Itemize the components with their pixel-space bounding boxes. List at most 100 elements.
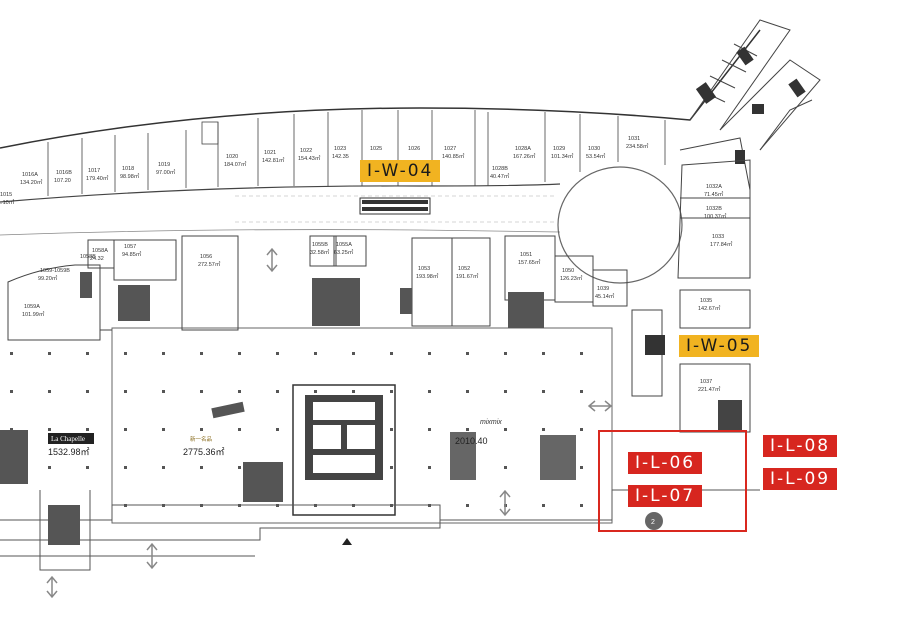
unit-code-1019: 1019	[158, 162, 170, 168]
unit-code-1022: 1022	[300, 148, 312, 154]
corridor-south-line	[0, 229, 561, 236]
unit-code-1058b: 1058B	[80, 254, 96, 260]
center-area: 2010.40	[455, 436, 488, 446]
unit-area-1050: 126.23㎡	[560, 274, 583, 282]
number-marker	[645, 512, 663, 530]
unit-code-1027: 1027	[444, 146, 456, 152]
unit-code-1030: 1030	[588, 146, 600, 152]
oval-atrium	[557, 166, 683, 284]
unit-area-1037: 221.47㎡	[698, 385, 721, 393]
corridor-dashed	[235, 195, 555, 223]
unit-code-1015: 1015	[0, 192, 12, 198]
unit-code-1032b: 1032B	[706, 206, 722, 212]
south-row-stairs	[80, 272, 544, 328]
unit-code-1053: 1053	[418, 266, 430, 272]
unit-area-1058a: 24.32	[90, 256, 104, 262]
unit-code-1028a: 1028A	[515, 146, 531, 152]
unit-code-1057: 1057	[124, 244, 136, 250]
east-shops	[631, 159, 751, 433]
unit-code-1039: 1039	[597, 286, 609, 292]
unit-code-1031: 1031	[628, 136, 640, 142]
unit-area-1020: 184.07㎡	[224, 160, 247, 168]
unit-area-1052: 191.67㎡	[456, 272, 479, 280]
unit-area-1027: 140.85㎡	[442, 152, 465, 160]
atrium-escalator	[211, 401, 245, 419]
unit-area-1017: 179.40㎡	[86, 174, 109, 182]
atrium-cn: 新一名品	[190, 435, 213, 443]
unit-area-1018: 98.98㎡	[120, 172, 140, 180]
unit-code-1028b: 1028B	[492, 166, 508, 172]
north-escalator	[359, 197, 431, 215]
unit-area-1051: 157.65㎡	[518, 258, 541, 266]
la-chapelle-area: 1532.98㎡	[48, 447, 90, 457]
unit-area-1053: 193.98㎡	[416, 272, 439, 280]
unit-area-1016b: 107.20	[54, 178, 71, 184]
west-block	[0, 430, 28, 484]
unit-area-1030: 53.54㎡	[586, 152, 606, 160]
unit-code-1018: 1018	[122, 166, 134, 172]
tag-i-l-08[interactable]: I-L-08	[763, 435, 838, 457]
south-boundary	[0, 489, 760, 571]
north-shop-arc-inner	[0, 183, 561, 203]
unit-code-1023: 1023	[334, 146, 346, 152]
northeast-stairs	[695, 46, 806, 164]
unit-code-1029: 1029	[553, 146, 565, 152]
unit-area-1022: 154.43㎡	[298, 154, 321, 162]
unit-code-1035: 1035	[700, 298, 712, 304]
unit-area-1028a: 167.26㎡	[513, 152, 536, 160]
unit-area-1059a: 101.99㎡	[22, 310, 45, 318]
sw-stair	[48, 505, 80, 545]
unit-area-1032b: 100.37㎡	[704, 212, 727, 220]
south-shop-row	[7, 235, 628, 341]
unit-area-1016a: 134.20㎡	[20, 178, 43, 186]
unit-code-1016b: 1016B	[56, 170, 72, 176]
unit-code-1059-1059b: 1059-1059B	[40, 268, 70, 274]
unit-area-1056: 272.57㎡	[198, 260, 221, 268]
east-stair	[718, 400, 742, 430]
unit-area-1015: 1.10㎡	[0, 198, 15, 206]
unit-area-1029: 101.34㎡	[551, 152, 574, 160]
kiosk-box	[201, 121, 219, 145]
unit-area-1028b: 40.47㎡	[490, 172, 510, 180]
north-shop-arc-outer	[0, 29, 761, 149]
unit-code-1032a: 1032A	[706, 184, 722, 190]
unit-code-1033: 1033	[712, 234, 724, 240]
unit-area-1031: 234.58㎡	[626, 142, 649, 150]
unit-code-1055a: 1055A	[336, 242, 352, 248]
unit-area-1021: 142.81㎡	[262, 156, 285, 164]
atrium-area: 2775.36㎡	[183, 447, 225, 457]
unit-code-1051: 1051	[520, 252, 532, 258]
north-shop-partitions	[47, 110, 666, 196]
unit-area-1057: 94.85㎡	[122, 250, 142, 258]
unit-area-1033: 177.84㎡	[710, 240, 733, 248]
unit-area-1035: 142.67㎡	[698, 304, 721, 312]
unit-area-1059-1059b: 99.20㎡	[38, 274, 58, 282]
unit-code-1021: 1021	[264, 150, 276, 156]
number-marker-label: 2	[651, 519, 655, 526]
unit-area-1055a: 63.25㎡	[334, 248, 354, 256]
highlight-frame	[598, 430, 747, 532]
unit-code-1017: 1017	[88, 168, 100, 174]
unit-code-1058a: 1058A	[92, 248, 108, 254]
center-logo: mixmix	[480, 419, 502, 426]
central-core	[243, 384, 576, 516]
tag-i-l-09[interactable]: I-L-09	[763, 468, 838, 490]
tag-i-l-06[interactable]: I-L-06	[628, 452, 703, 474]
unit-code-1037: 1037	[700, 379, 712, 385]
unit-code-1056: 1056	[200, 254, 212, 260]
unit-code-1016a: 1016A	[22, 172, 38, 178]
unit-area-1055b: 32.58㎡	[310, 248, 330, 256]
unit-code-1059a: 1059A	[24, 304, 40, 310]
unit-code-1055b: 1055B	[312, 242, 328, 248]
unit-area-1039: 45.14㎡	[595, 292, 615, 300]
unit-area-1023: 142.35	[332, 154, 349, 160]
unit-code-1050: 1050	[562, 268, 574, 274]
unit-code-1052: 1052	[458, 266, 470, 272]
flow-arrows	[46, 247, 613, 599]
tag-i-l-07[interactable]: I-L-07	[628, 485, 703, 507]
la-chapelle-logo	[48, 433, 94, 444]
tag-i-w-05[interactable]: I-W-05	[679, 335, 760, 357]
tag-i-w-04[interactable]: I-W-04	[360, 160, 441, 182]
